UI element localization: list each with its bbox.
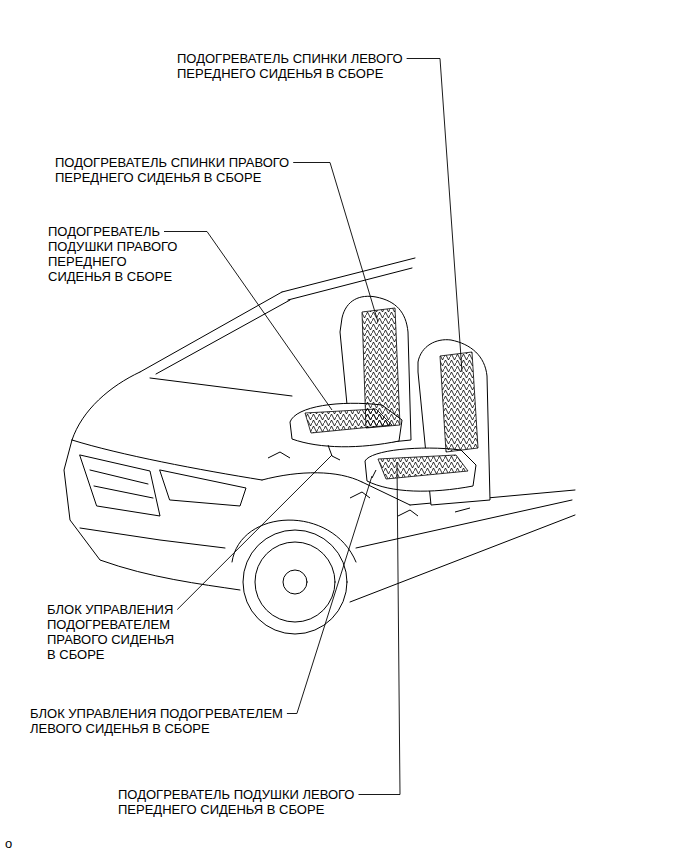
part-label: ПОДОГРЕВАТЕЛЬ СПИНКИ ПРАВОГО ПЕРЕДНЕГО С… xyxy=(55,155,292,185)
leader-line xyxy=(287,476,372,714)
leader-line xyxy=(177,455,332,610)
leader-line xyxy=(407,59,462,373)
part-label: БЛОК УПРАВЛЕНИЯ ПОДОГРЕВАТЕЛЕМ ПРАВОГО С… xyxy=(47,602,176,662)
part-label: ПОДОГРЕВАТЕЛЬ ПОДУШКИ ЛЕВОГО ПЕРЕДНЕГО С… xyxy=(118,787,357,817)
leader-line xyxy=(293,163,378,323)
leader-line xyxy=(359,462,401,795)
leader-line xyxy=(164,232,332,411)
corner-mark: o xyxy=(5,836,17,851)
part-label: ПОДОГРЕВАТЕЛЬ СПИНКИ ЛЕВОГО ПЕРЕДНЕГО СИ… xyxy=(177,51,405,81)
part-label: ПОДОГРЕВАТЕЛЬ ПОДУШКИ ПРАВОГО ПЕРЕДНЕГО … xyxy=(48,224,180,284)
part-label: БЛОК УПРАВЛЕНИЯ ПОДОГРЕВАТЕЛЕМ ЛЕВОГО СИ… xyxy=(30,706,285,736)
